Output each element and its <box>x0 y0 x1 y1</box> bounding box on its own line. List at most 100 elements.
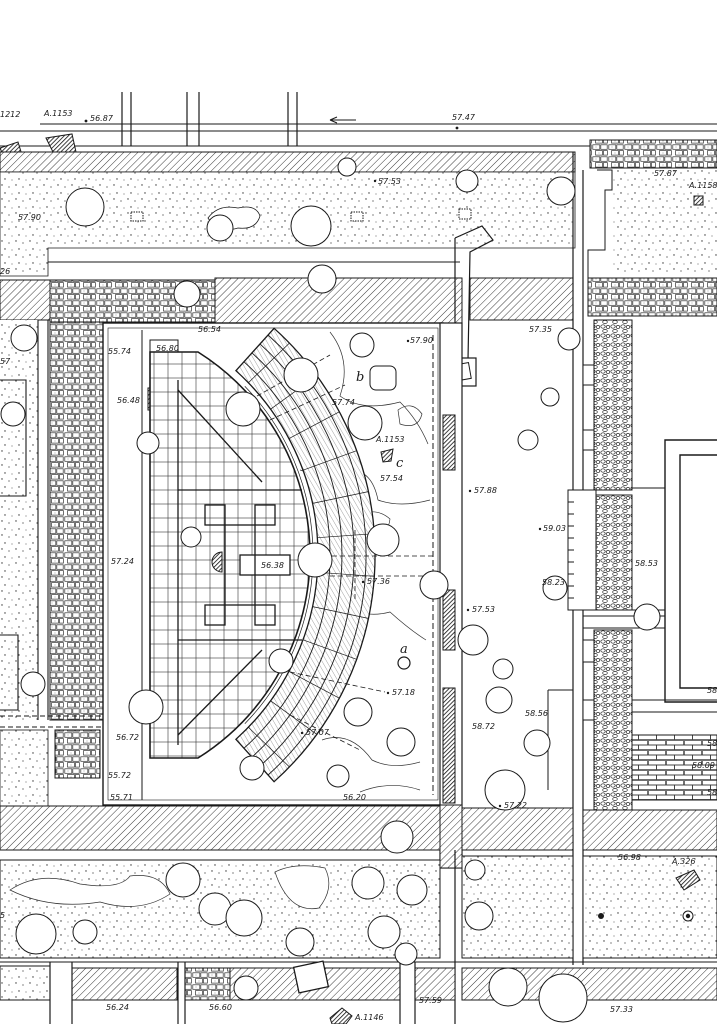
east-wall-hatched-end <box>439 804 463 869</box>
seat-step-arc <box>251 352 343 758</box>
elevation-label: 56.24 <box>106 1003 129 1012</box>
find-stone-a326 <box>675 869 701 891</box>
elevation-label: 56.38 <box>261 561 284 570</box>
tree-circle <box>349 332 375 358</box>
wall-hatched-west <box>0 279 51 321</box>
find-label: 1212 <box>0 110 20 119</box>
tree-circle <box>396 874 428 906</box>
edge-label: 5 <box>0 911 5 920</box>
north-wall-hatched <box>0 151 576 173</box>
tree-circle <box>225 899 263 937</box>
find-label: A.1158 <box>688 181 717 190</box>
elevation-label: 56.54 <box>198 325 221 334</box>
tree-circle <box>180 526 202 548</box>
edge-label: 58 <box>707 739 717 748</box>
square-object <box>292 960 330 994</box>
feature-letters: b c a <box>356 370 408 657</box>
elevation-label: 57.22 <box>504 801 527 810</box>
tree-circle <box>0 401 26 427</box>
elevation-label: 59.03 <box>543 524 566 533</box>
elevation-label: 57.33 <box>610 1005 633 1014</box>
courtyard-inner <box>107 327 439 801</box>
tree-circle <box>206 214 234 242</box>
tree-circle <box>65 187 105 227</box>
tree-circle <box>492 658 514 680</box>
south-row-hatched <box>414 967 456 1001</box>
tree-circle <box>366 523 400 557</box>
elevation-label: 57.90 <box>18 213 41 222</box>
tree-circle <box>343 697 373 727</box>
elevation-label: 55.74 <box>108 347 131 356</box>
east-building-walls <box>664 439 717 703</box>
tree-circle <box>297 542 333 578</box>
tree-circle <box>225 391 261 427</box>
tree-circle <box>173 280 201 308</box>
elevation-label: 57.53 <box>472 605 495 614</box>
tree-circle <box>10 324 38 352</box>
edge-label: 58 <box>707 788 717 797</box>
edge-label: 26 <box>0 267 10 276</box>
elevation-label: 58.09 <box>692 761 715 770</box>
seat-radial-line <box>248 342 290 383</box>
south-wall-hatched-east <box>582 809 717 851</box>
feature-letter: c <box>396 456 404 471</box>
tree-circle <box>337 157 357 177</box>
edge-cut-labels: 26 57 58 58 58 5 <box>0 267 717 920</box>
tree-circle <box>285 927 315 957</box>
elevation-label: 57.07 <box>306 728 330 737</box>
find-stone-a1146 <box>329 1007 353 1024</box>
west-gravel-room <box>0 320 38 720</box>
pebble-column <box>593 319 633 491</box>
tree-circle <box>394 942 418 966</box>
seat-radial-line <box>302 450 357 471</box>
seating-steps <box>234 327 376 783</box>
tree-layer <box>0 157 661 1023</box>
fan-interior-lines <box>177 380 302 745</box>
feature-b-stone <box>369 365 397 391</box>
opening-ticks <box>568 501 574 599</box>
tree-circle <box>347 405 383 441</box>
seat-radial-line <box>317 533 375 539</box>
tree-circle <box>307 264 337 294</box>
tree-circle <box>464 901 494 931</box>
gravel-marker <box>458 208 472 220</box>
wall-hatched-central <box>214 277 463 324</box>
edge-label: 57 <box>0 357 11 366</box>
tree-circle <box>457 624 489 656</box>
tree-circle <box>517 429 539 451</box>
elevation-label: 56.60 <box>209 1003 232 1012</box>
west-masonry-lower <box>54 729 101 779</box>
tree-circle <box>523 729 551 757</box>
tree-circle <box>542 575 568 601</box>
tree-circle <box>419 570 449 600</box>
find-label: A.1153 <box>375 435 405 444</box>
elevation-label: 56.87 <box>90 114 114 123</box>
feature-letter: a <box>400 642 408 657</box>
tree-circle <box>290 205 332 247</box>
south-wall-hatched-west <box>0 805 441 851</box>
elevation-label: 57.59 <box>419 996 442 1005</box>
pebble-column <box>593 494 633 611</box>
tree-circle <box>351 866 385 900</box>
seat-radial-line <box>248 727 290 768</box>
south-row-stones <box>184 967 231 1001</box>
elevation-label: 56.98 <box>618 853 641 862</box>
elevation-label: 57.18 <box>392 688 415 697</box>
tree-circle <box>72 919 98 945</box>
tree-circle <box>239 755 265 781</box>
elevation-label: 58.72 <box>472 722 495 731</box>
elevation-label: 58.56 <box>525 709 548 718</box>
tree-circle <box>386 727 416 757</box>
seat-radial-line <box>288 671 340 699</box>
tree-circle <box>540 387 560 407</box>
elevation-label: 57.74 <box>332 398 355 407</box>
seat-radial-line <box>288 411 340 439</box>
tree-circle <box>15 913 57 955</box>
west-room-walls <box>0 320 49 720</box>
find-marker-a1158 <box>693 195 704 206</box>
elevation-label: 56.80 <box>156 344 179 353</box>
dark-wall-segment <box>442 414 456 471</box>
dark-wall-segment <box>442 687 456 804</box>
tree-circle <box>455 169 479 193</box>
elevation-label: 57.53 <box>378 177 401 186</box>
